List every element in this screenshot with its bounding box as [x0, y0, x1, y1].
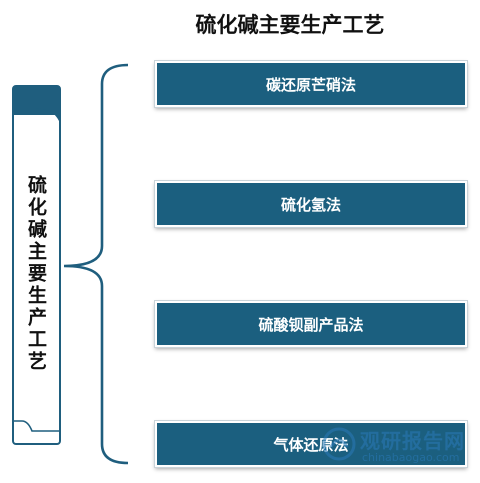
root-node-label: 硫化碱主要生产工艺 — [14, 175, 59, 373]
branch-node: 硫化氢法 — [154, 180, 468, 228]
branch-node: 气体还原法 — [154, 420, 468, 468]
branch-label: 硫酸钡副产品法 — [258, 315, 364, 334]
branch-label: 碳还原芒硝法 — [265, 75, 356, 94]
root-node: 硫化碱主要生产工艺 — [12, 85, 61, 445]
root-node-foot-curve — [14, 420, 59, 432]
diagram-title: 硫化碱主要生产工艺 — [195, 12, 385, 37]
root-node-tab-curve — [14, 103, 59, 121]
branch-node: 碳还原芒硝法 — [154, 60, 468, 108]
branch-label: 硫化氢法 — [280, 195, 341, 214]
root-node-text: 硫化碱主要生产工艺 — [25, 175, 47, 373]
branch-node: 硫酸钡副产品法 — [154, 300, 468, 348]
branch-label: 气体还原法 — [273, 435, 349, 454]
connector-brace — [63, 63, 129, 465]
